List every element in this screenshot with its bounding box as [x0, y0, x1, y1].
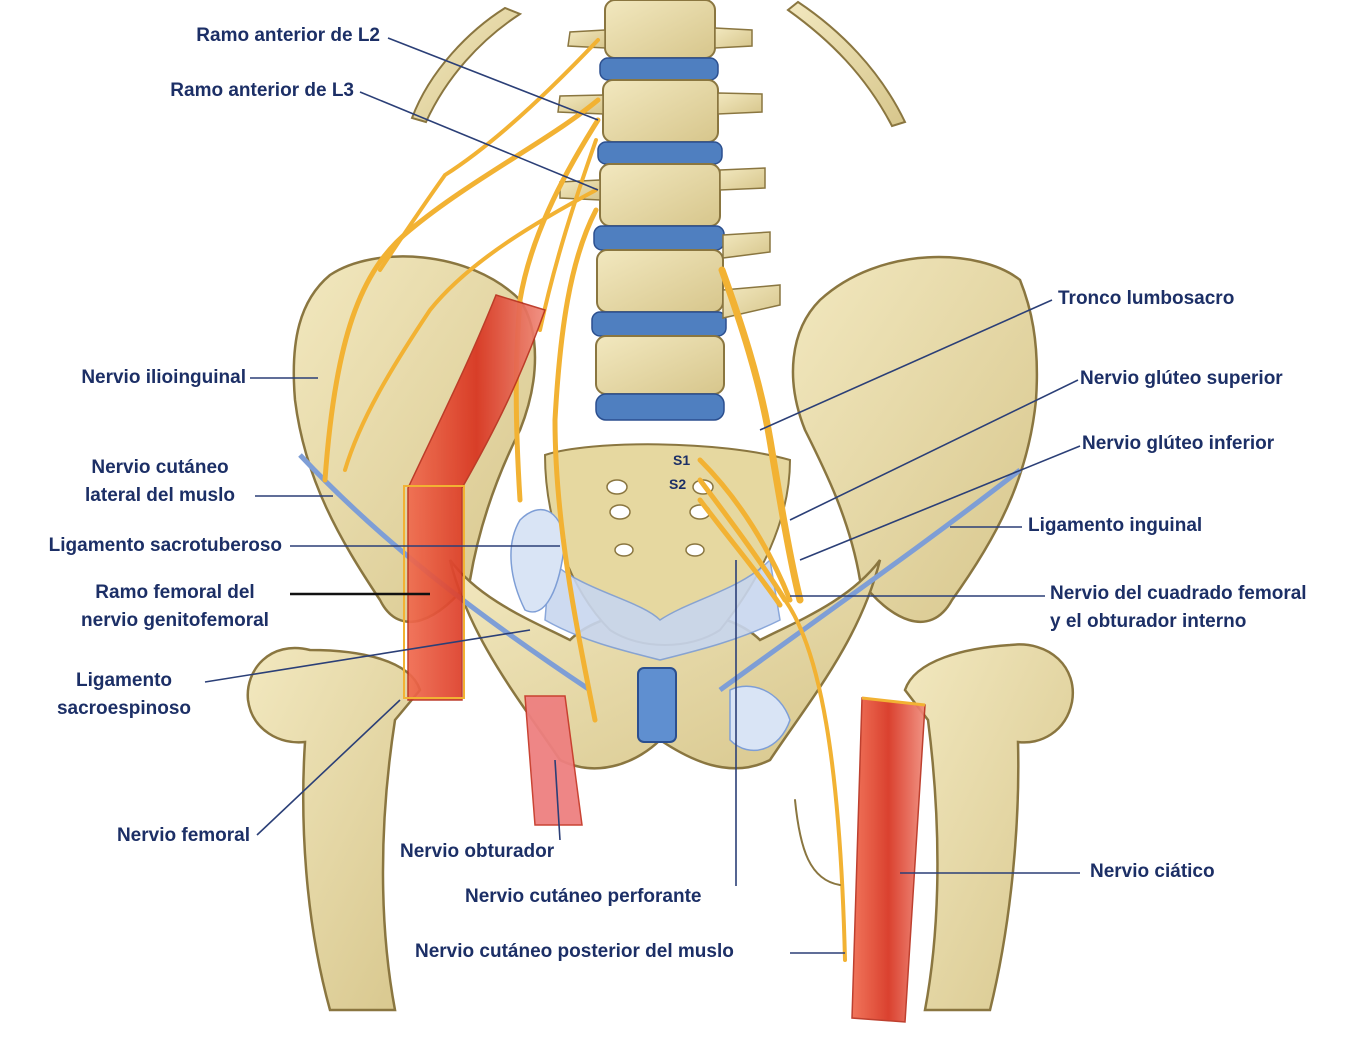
label-s1: S1 [673, 452, 691, 468]
label-nervio-ilioinguinal: Nervio ilioinguinal [81, 367, 246, 388]
label-nervio-cutaneo-lateral: Nervio cutáneo lateral del muslo [85, 457, 235, 506]
label-ligamento-sacrotuberoso: Ligamento sacrotuberoso [48, 535, 282, 556]
right-rib [786, 0, 907, 128]
label-ramo-anterior-l3: Ramo anterior de L3 [170, 80, 354, 101]
label-nervio-cuadrado-femoral: Nervio del cuadrado femoral y el obturad… [1050, 583, 1307, 632]
right-femur [903, 643, 1075, 1012]
label-ligamento-sacroespinoso: Ligamento sacroespinoso [56, 670, 192, 719]
left-rib [410, 6, 523, 124]
label-tronco-lumbosacro: Tronco lumbosacro [1058, 288, 1235, 309]
label-nervio-cutaneo-posterior: Nervio cutáneo posterior del muslo [415, 941, 734, 962]
label-nervio-ciatico: Nervio ciático [1090, 861, 1215, 882]
sciatic-nerve [851, 697, 926, 1023]
sacrospinous-ligament [544, 558, 781, 661]
left-femur [246, 646, 422, 1012]
label-ramo-anterior-l2: Ramo anterior de L2 [196, 25, 380, 46]
obturator-nerve [524, 695, 583, 826]
label-s2: S2 [669, 476, 687, 492]
label-ramo-femoral-genitofemoral: Ramo femoral del nervio genitofemoral [81, 582, 269, 631]
right-foramen-ligament [729, 685, 791, 751]
label-nervio-gluteo-superior: Nervio glúteo superior [1080, 368, 1283, 389]
label-ligamento-inguinal: Ligamento inguinal [1028, 515, 1203, 536]
label-nervio-obturador: Nervio obturador [400, 841, 555, 862]
left-obturator-ligament [510, 509, 566, 613]
pubic-symphysis [637, 667, 677, 743]
inguinal-ligament-right [718, 468, 1022, 693]
lumbar-spine [557, 0, 781, 421]
label-nervio-femoral: Nervio femoral [116, 825, 250, 846]
right-iliac-wing [791, 255, 1039, 623]
label-nervio-gluteo-inferior: Nervio glúteo inferior [1082, 433, 1275, 454]
label-nervio-cutaneo-perforante: Nervio cutáneo perforante [465, 886, 702, 907]
femoral-nerve [407, 294, 546, 701]
